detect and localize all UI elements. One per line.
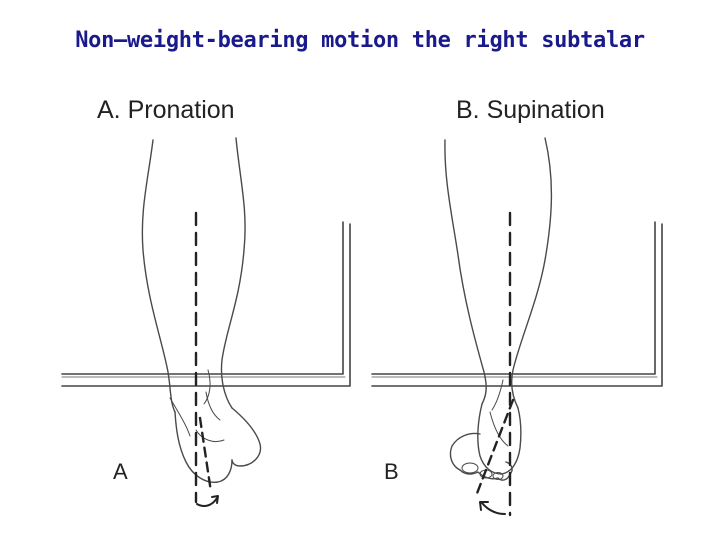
table-edge-b — [372, 222, 662, 386]
panel-letter-a: A — [113, 459, 128, 485]
heel-b — [478, 404, 521, 474]
leg-outline-a — [142, 140, 175, 412]
rotation-arrow-b — [482, 503, 505, 514]
leg-outline-b — [445, 140, 486, 404]
pronation-figure — [62, 138, 350, 506]
calcaneal-axis-line-b — [476, 400, 513, 496]
panel-letter-b: B — [384, 459, 399, 485]
table-edge-a — [62, 222, 350, 386]
foot-a — [232, 408, 260, 466]
rotation-arrow-a — [197, 498, 217, 506]
supination-figure — [372, 138, 662, 515]
